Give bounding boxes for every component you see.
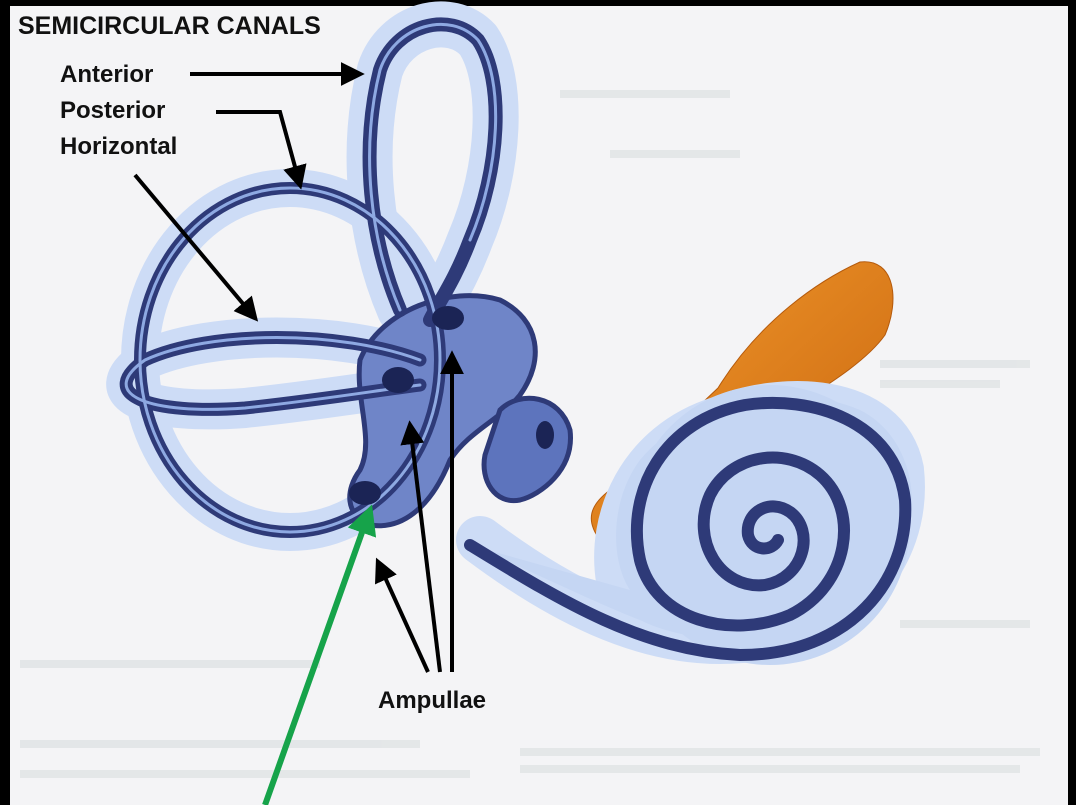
label-ampullae: Ampullae [378, 687, 486, 714]
label-posterior: Posterior [60, 97, 165, 124]
label-horizontal: Horizontal [60, 133, 177, 160]
label-anterior: Anterior [60, 61, 153, 88]
diagram-title: SEMICIRCULAR CANALS [18, 12, 321, 40]
